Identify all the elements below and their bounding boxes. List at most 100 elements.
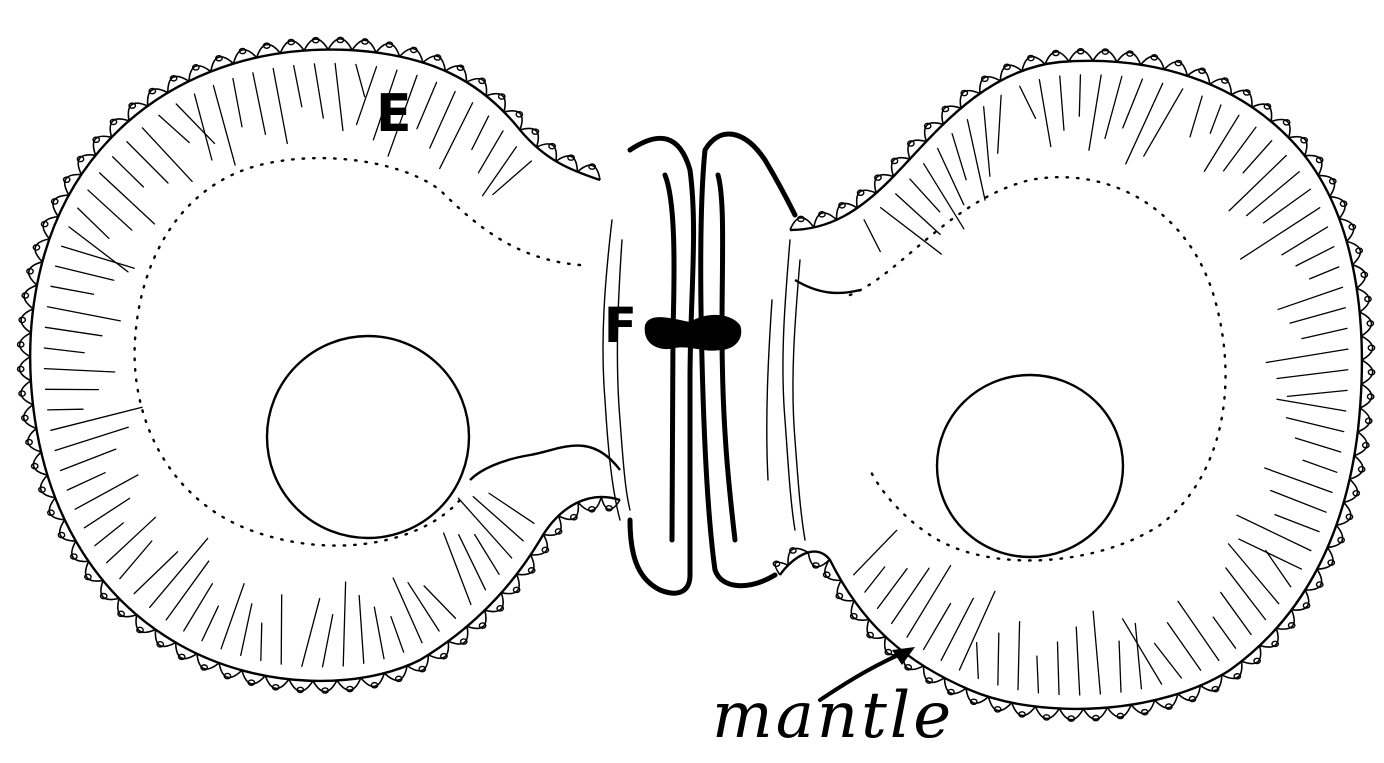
cytoplasm-strand bbox=[48, 307, 121, 321]
cytoplasm-strand bbox=[1076, 627, 1079, 695]
cytoplasm-strand bbox=[1277, 399, 1346, 411]
cytoplasm-strand bbox=[417, 82, 437, 128]
cytoplasm-strand bbox=[1020, 86, 1036, 118]
epidermal-cell-layer bbox=[17, 37, 1374, 721]
cytoplasm-strand bbox=[865, 567, 885, 592]
cytoplasm-strand bbox=[1241, 208, 1320, 259]
cytoplasm-strand bbox=[1105, 76, 1122, 138]
cytoplasm-strand bbox=[335, 64, 343, 131]
cytoplasm-strand bbox=[1123, 79, 1143, 128]
cytoplasm-strand bbox=[1229, 544, 1279, 604]
cytoplasm-strand bbox=[924, 603, 951, 649]
cytoplasm-strand bbox=[896, 194, 940, 235]
label-f: F bbox=[604, 302, 637, 350]
cytoplasm-strand bbox=[55, 427, 128, 450]
cytoplasm-strand bbox=[51, 286, 94, 294]
cytoplasm-strand bbox=[1229, 156, 1286, 211]
cytoplasm-strand bbox=[374, 607, 384, 659]
cytoplasm-strand bbox=[1178, 601, 1219, 660]
cytoplasm-strand bbox=[343, 582, 345, 666]
cytoplasm-strand bbox=[493, 161, 532, 195]
cytoplasm-strand bbox=[998, 633, 999, 685]
cytoplasm-strand bbox=[1060, 76, 1064, 130]
cytoplasm-strand bbox=[1243, 141, 1272, 173]
cytoplasm-strand bbox=[1167, 623, 1200, 670]
cytoplasm-strand bbox=[44, 348, 84, 353]
cytoplasm-strand bbox=[261, 623, 262, 660]
cytoplasm-strand bbox=[1155, 643, 1182, 678]
cell-scallop bbox=[313, 680, 337, 691]
cytoplasm-strand bbox=[1303, 460, 1337, 472]
fusion-blob bbox=[645, 315, 742, 351]
label-mantle: mantle bbox=[712, 684, 954, 748]
cytoplasm-strand bbox=[984, 107, 990, 176]
cytoplasm-strand bbox=[924, 164, 964, 229]
cytoplasm-strand bbox=[67, 473, 105, 490]
cytoplasm-strand bbox=[1239, 539, 1302, 569]
cytoplasm-strand bbox=[1093, 611, 1100, 694]
cytoplasm-strand bbox=[95, 523, 123, 546]
cytoplasm-strand bbox=[150, 538, 208, 607]
right-nucleus bbox=[937, 375, 1123, 557]
cytoplasm-strand bbox=[1295, 438, 1340, 452]
cell-scallop bbox=[520, 128, 538, 147]
cytoplasm-strand bbox=[424, 586, 455, 618]
cytoplasm-strand bbox=[176, 104, 214, 143]
cytoplasm-strand bbox=[78, 208, 109, 238]
cytoplasm-strand bbox=[391, 617, 404, 653]
cytoplasm-strand bbox=[864, 220, 880, 252]
cytoplasm-strand bbox=[473, 497, 523, 541]
cytoplasm-strand bbox=[998, 95, 1001, 153]
cytoplasm-strand bbox=[1213, 617, 1235, 648]
cytoplasm-strand bbox=[202, 606, 218, 641]
cytoplasm-strand bbox=[1057, 642, 1059, 694]
cytoplasm-strand bbox=[977, 643, 979, 679]
cytoplasm-strand bbox=[273, 69, 287, 144]
cytoplasm-strand bbox=[938, 148, 964, 204]
cytoplasm-strand bbox=[1310, 267, 1339, 279]
conjugation-junction bbox=[603, 134, 805, 593]
cytoplasm-strand bbox=[69, 227, 128, 272]
cytoplasm-strand bbox=[314, 64, 323, 118]
cytoplasm-strand bbox=[1144, 89, 1183, 156]
cytoplasm-strand bbox=[1123, 619, 1162, 684]
cytoplasm-strand bbox=[1039, 80, 1050, 147]
cytoplasm-strand bbox=[1135, 623, 1141, 688]
cytoplasm-strand bbox=[166, 561, 209, 620]
cytoplasm-strand bbox=[1126, 83, 1163, 164]
cytoplasm-strand bbox=[1290, 308, 1345, 323]
left-tube-outer bbox=[630, 138, 694, 593]
cytoplasm-strand bbox=[1278, 287, 1342, 309]
cytoplasm-strand bbox=[1226, 568, 1266, 620]
right-neck-line bbox=[795, 280, 860, 293]
cytoplasm-strand bbox=[430, 92, 455, 149]
right-tube-inner bbox=[718, 175, 735, 540]
cytoplasm-strand bbox=[1266, 551, 1291, 587]
cytoplasm-strand bbox=[472, 116, 489, 149]
cytoplasm-strand bbox=[1204, 115, 1239, 171]
cytoplasm-strand bbox=[1282, 227, 1328, 255]
cytoplasm-strand bbox=[1271, 491, 1326, 513]
cytoplasm-strand bbox=[107, 517, 156, 562]
cytoplasm-strand bbox=[1018, 622, 1020, 690]
cytoplasm-strand bbox=[393, 578, 422, 643]
cytoplasm-strand bbox=[967, 120, 985, 200]
cytoplasm-strand bbox=[356, 64, 365, 96]
cytoplasm-strand bbox=[233, 79, 242, 127]
cytoplasm-strand bbox=[359, 595, 364, 663]
cytoplasm-strand bbox=[56, 266, 114, 280]
cytoplasm-strand bbox=[1037, 656, 1039, 693]
cytoplasm-strand bbox=[1210, 105, 1221, 133]
cytoplasm-strand bbox=[854, 530, 897, 575]
cytoplasm-strand bbox=[878, 569, 908, 609]
cytoplasm-strand bbox=[302, 599, 320, 667]
left-nucleus bbox=[267, 336, 469, 538]
cytoplasm-strand bbox=[408, 583, 439, 631]
cytoplasm-strand bbox=[489, 493, 534, 523]
left-neck-line bbox=[470, 446, 620, 480]
cytoplasm-strand bbox=[1266, 349, 1348, 362]
cell-scallop bbox=[1059, 709, 1083, 720]
cytoplasm-strand bbox=[61, 449, 116, 470]
cytoplasm-strand bbox=[444, 533, 471, 604]
